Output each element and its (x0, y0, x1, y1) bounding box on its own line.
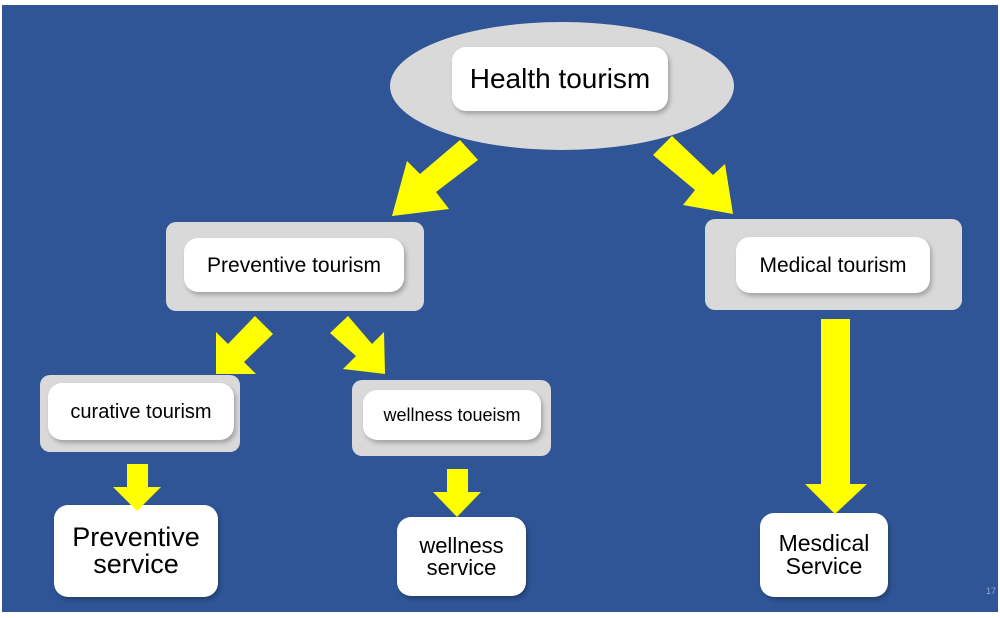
medical-tourism-node: Medical tourism (736, 237, 930, 293)
arrow-wellness-to-service (433, 469, 481, 517)
wellness-service-label-line2: service (426, 554, 497, 580)
medical-service-label-line1: Mesdical (778, 530, 870, 556)
medical-service-label-line2: Service (785, 553, 863, 579)
wellness-service-label-line1: wellness (419, 532, 504, 558)
medical-service-node: Mesdical Service (760, 513, 888, 597)
health-tourism-node: Health tourism (452, 47, 668, 111)
arrow-preventive-to-curative (216, 316, 273, 374)
page-number: 17 (985, 586, 996, 596)
medical-tourism-label: Medical tourism (759, 253, 907, 277)
arrow-root-to-preventive (392, 140, 478, 216)
health-tourism-label: Health tourism (469, 63, 651, 94)
preventive-tourism-label: Preventive tourism (207, 253, 381, 277)
wellness-tourism-node: wellness toueism (363, 390, 541, 440)
wellness-tourism-label: wellness toueism (383, 405, 521, 425)
arrow-medical-to-service (805, 319, 867, 514)
wellness-service-node: wellness service (397, 517, 526, 596)
preventive-service-node: Preventive service (54, 505, 218, 597)
preventive-service-label-line1: Preventive (72, 522, 200, 552)
curative-tourism-node: curative tourism (48, 383, 234, 440)
arrow-root-to-medical (653, 136, 733, 214)
arrow-preventive-to-wellness (330, 316, 385, 374)
arrow-curative-to-service (113, 464, 161, 511)
preventive-service-label-line2: service (93, 549, 179, 579)
preventive-tourism-node: Preventive tourism (184, 238, 404, 292)
curative-tourism-label: curative tourism (70, 400, 212, 423)
